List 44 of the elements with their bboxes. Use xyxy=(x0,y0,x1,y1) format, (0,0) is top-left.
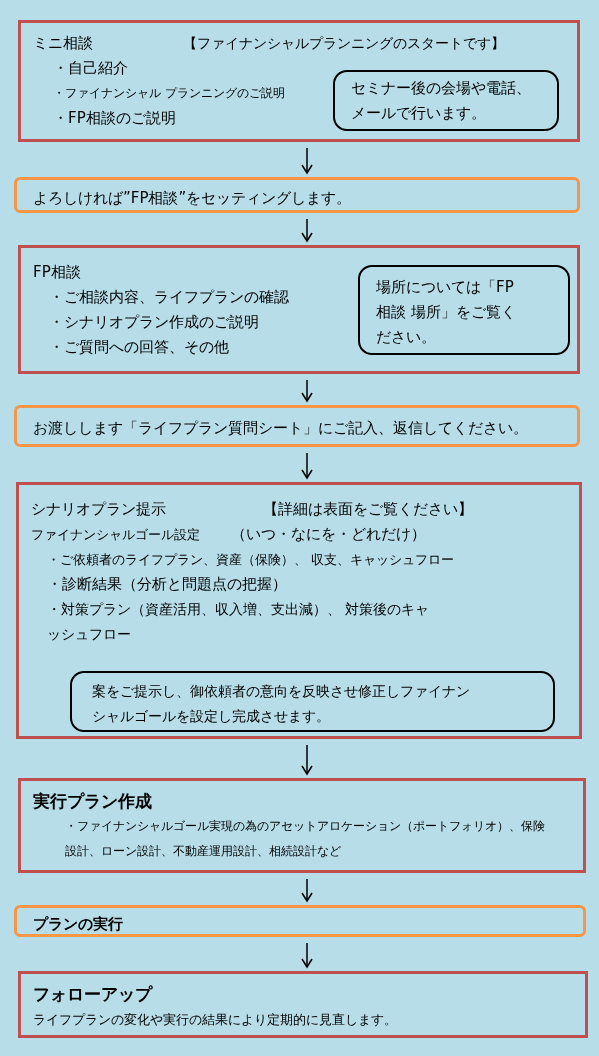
step-text: プランの実行 xyxy=(33,914,123,935)
step-text: ライフプランの変化や実行の結果により定期的に見直します。 xyxy=(33,1011,397,1029)
step-text: 場所については「FP相談 場所」をご覧ください。 xyxy=(376,277,517,348)
step-text: ・ご依頼者のライフプラン、資産（保険）、 収支、キャッシュフロー xyxy=(46,551,455,569)
step-text: ・ご相談内容、ライフプランの確認 xyxy=(48,287,289,308)
step-box xyxy=(18,245,580,374)
step-text: ・ファイナンシャル プランニングのご説明 xyxy=(52,85,285,102)
step-text: ・ご質問への回答、その他 xyxy=(48,337,229,358)
arrow xyxy=(301,942,313,968)
step-box xyxy=(14,177,580,213)
step-box xyxy=(14,405,580,447)
step-text: お渡しします「ライフプラン質問シート」にご記入、返信してください。 xyxy=(33,418,528,439)
step-box xyxy=(18,20,580,142)
step-box xyxy=(14,905,586,937)
arrow xyxy=(301,218,313,242)
step-text: ・ファイナンシャルゴール実現の為のアセットアロケーション（ポートフォリオ）、保険設計、ローン設計、不動産運用設計、相続設計など xyxy=(64,818,546,860)
step-text: （いつ・なにを・どれだけ） xyxy=(231,524,426,545)
step-text: よろしければ”FP相談”をセッティングします。 xyxy=(33,188,352,209)
step-box xyxy=(18,971,588,1038)
step-text: セミナー後の会場や電話、メールで行います。 xyxy=(351,78,531,124)
step-text: ・診断結果（分析と問題点の把握） xyxy=(46,574,287,595)
step-text: 実行プラン作成 xyxy=(33,790,152,813)
step-text: ・FP相談のご説明 xyxy=(52,108,176,129)
step-text: ・シナリオプラン作成のご説明 xyxy=(48,312,259,333)
note-box xyxy=(333,70,559,131)
step-text: シナリオプラン提示 xyxy=(31,499,167,520)
arrow xyxy=(301,379,313,402)
step-text: 【ファイナンシャルプランニングのスタートです】 xyxy=(183,34,505,53)
step-text: フォローアップ xyxy=(33,983,152,1006)
arrow xyxy=(301,878,313,902)
step-text: ・対策プラン（資産活用、収入増、支出減）、 対策後のキャッシュフロー xyxy=(46,600,431,644)
step-text: ・自己紹介 xyxy=(52,58,128,79)
step-text: ファイナンシャルゴール設定 xyxy=(31,526,201,544)
arrow xyxy=(301,452,313,479)
arrow xyxy=(301,147,313,174)
step-text: FP相談 xyxy=(33,262,81,283)
step-text: 【詳細は表面をご覧ください】 xyxy=(263,499,473,520)
note-box xyxy=(358,265,570,355)
step-text: ミニ相談 xyxy=(33,33,94,54)
arrow xyxy=(301,744,313,775)
note-box xyxy=(70,671,555,732)
step-box xyxy=(18,778,586,873)
step-box xyxy=(16,482,582,739)
step-text: 案をご提示し、御依頼者の意向を反映させ修正しファイナンシャルゴールを設定し完成させます。 xyxy=(92,682,471,726)
